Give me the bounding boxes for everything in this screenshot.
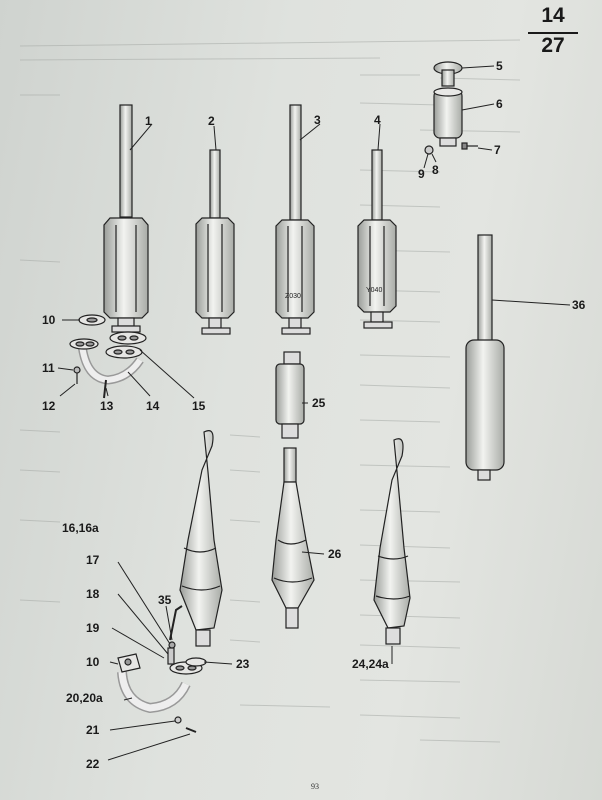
callout-12: 12 bbox=[42, 399, 56, 413]
callout-labels: 1 2 3 4 5 6 7 8 9 10 11 12 13 14 15 16,1… bbox=[42, 59, 586, 771]
callout-10: 10 bbox=[42, 313, 56, 327]
callout-17: 17 bbox=[86, 553, 100, 567]
callout-10-lower: 10 bbox=[86, 655, 100, 669]
callout-36: 36 bbox=[572, 298, 586, 312]
muffler-part-4 bbox=[357, 149, 397, 329]
expansion-chamber-part-26 bbox=[271, 447, 315, 629]
callout-35: 35 bbox=[158, 593, 172, 607]
callout-21: 21 bbox=[86, 723, 100, 737]
callout-11: 11 bbox=[42, 361, 55, 375]
expansion-chamber-part-16 bbox=[179, 430, 223, 647]
plate-number-top: 14 bbox=[541, 4, 565, 27]
callout-16: 16,16a bbox=[62, 521, 99, 535]
expansion-chamber-part-24 bbox=[373, 438, 411, 645]
callout-4: 4 bbox=[374, 113, 381, 127]
callout-8: 8 bbox=[432, 163, 439, 177]
plate-number-divider bbox=[528, 32, 578, 34]
callout-6: 6 bbox=[496, 97, 503, 111]
callout-3: 3 bbox=[314, 113, 321, 127]
plate-number-bottom: 27 bbox=[541, 34, 565, 57]
callout-25: 25 bbox=[312, 396, 326, 410]
callout-22: 22 bbox=[86, 757, 100, 771]
callout-13: 13 bbox=[100, 399, 114, 413]
callout-14: 14 bbox=[146, 399, 160, 413]
callout-5: 5 bbox=[496, 59, 503, 73]
muffler-part-1 bbox=[103, 104, 149, 333]
callout-23: 23 bbox=[236, 657, 250, 671]
callout-18: 18 bbox=[86, 587, 100, 601]
page-number: 93 bbox=[311, 782, 319, 791]
callout-2: 2 bbox=[208, 114, 215, 128]
part-stamp-4: Y040 bbox=[366, 287, 382, 294]
callout-15: 15 bbox=[192, 399, 206, 413]
exhaust-manifold bbox=[69, 314, 147, 399]
lower-manifold bbox=[117, 605, 207, 733]
leader-lines bbox=[57, 65, 571, 761]
callout-7: 7 bbox=[494, 143, 501, 157]
callout-1: 1 bbox=[145, 114, 152, 128]
callout-9: 9 bbox=[418, 167, 425, 181]
callout-20: 20,20a bbox=[66, 691, 103, 705]
callout-26: 26 bbox=[328, 547, 342, 561]
muffler-part-3 bbox=[275, 104, 315, 335]
tailpipe-part-25 bbox=[275, 351, 305, 439]
part-stamp-3: Z030 bbox=[285, 293, 301, 300]
callout-19: 19 bbox=[86, 621, 100, 635]
silencer-canister bbox=[424, 61, 478, 155]
muffler-part-2 bbox=[195, 149, 235, 335]
muffler-part-36 bbox=[465, 234, 505, 481]
callout-24: 24,24a bbox=[352, 657, 389, 671]
